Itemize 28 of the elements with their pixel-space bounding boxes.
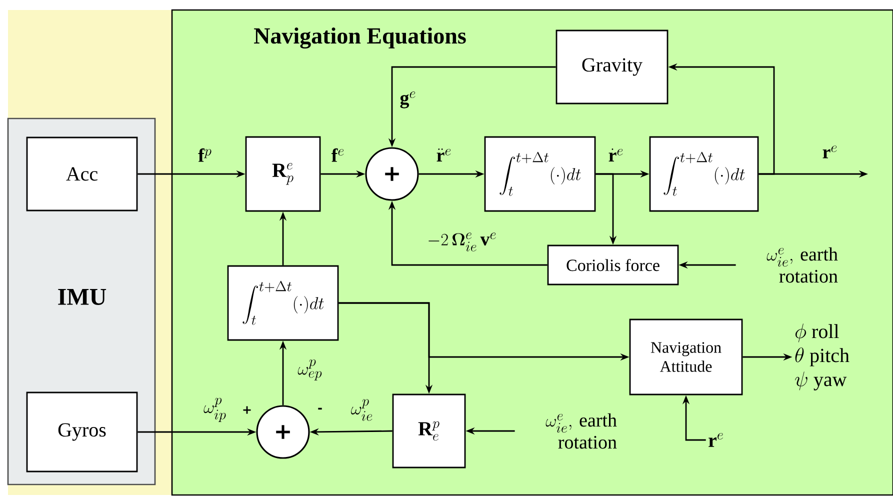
- input-label: $\omega^e_{ie},$ earth rotation: [546, 413, 617, 449]
- matrix-box: $\mathbf{R}^p_e$: [392, 394, 466, 468]
- edge-label: $\mathbf{g}^e$: [400, 92, 416, 108]
- edge-label: $\mathbf{f}^e$: [331, 148, 344, 162]
- edge-label: $\omega^p_{ep}$: [298, 359, 322, 380]
- edge-label: $\ddot{\mathbf{r}}^e$: [436, 148, 451, 162]
- output-label: $\phi\ \textrm{roll}$ $\theta\ \textrm{pitch}$ $\psi\ \textrm{yaw}$: [795, 324, 850, 390]
- edge-label: $\omega^p_{ie}$: [351, 399, 372, 421]
- edge-label: $\omega^p_{ip}$: [204, 398, 226, 422]
- matrix-box: $\mathbf{R}^e_p$: [245, 136, 321, 212]
- integrator-box: $\int_t^{t+\Delta t}(\cdot)dt$: [649, 136, 759, 212]
- process-box: Navigation Attitude: [629, 318, 743, 396]
- edge-label: $\mathbf{f}^p$: [198, 148, 212, 162]
- sign-label: +: [243, 406, 251, 414]
- process-box: Acc: [26, 136, 138, 212]
- process-box: Coriolis force: [547, 244, 679, 286]
- input-label: $\omega^e_{ie},$ earth rotation: [766, 247, 838, 283]
- integrator-box: $\int_t^{t+\Delta t}(\cdot)dt$: [484, 136, 596, 212]
- sign-label: -: [318, 408, 322, 410]
- edge-label: $-2\,\boldsymbol{\Omega}^e_{ie}\,\mathbf{v}^e$: [428, 232, 496, 252]
- integrator-box: $\int_t^{t+\Delta t}(\cdot)dt$: [227, 265, 339, 341]
- input-label: $\mathbf{r}^e$: [708, 433, 723, 447]
- process-box: Gyros: [26, 392, 138, 472]
- panel-title: Navigation Equations: [254, 27, 466, 49]
- edge-label: $\mathbf{r}^e$: [822, 146, 837, 158]
- edge-label: $\dot{\mathbf{r}}^e$: [608, 148, 623, 162]
- panel-title: IMU: [58, 289, 106, 305]
- process-box: Gravity: [556, 30, 668, 104]
